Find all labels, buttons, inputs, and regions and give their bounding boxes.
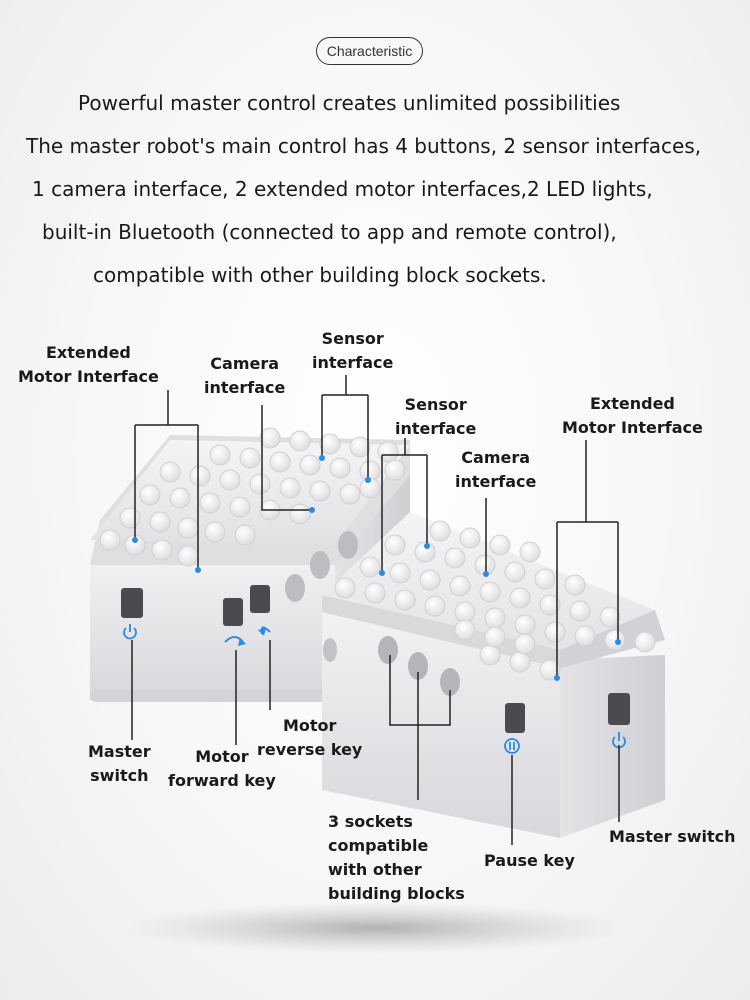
description-line-4: built-in Bluetooth (connected to app and… <box>42 220 617 244</box>
label-top-sensor: Sensor interface <box>312 329 394 372</box>
label-master-switch-left: Master switch <box>88 742 151 785</box>
label-3-sockets: 3 sockets compatible with other building… <box>328 812 465 903</box>
left-studs <box>99 427 406 567</box>
characteristic-badge: Characteristic <box>316 37 423 65</box>
callout-lines <box>131 375 621 845</box>
description-line-2: The master robot's main control has 4 bu… <box>26 134 702 158</box>
power-icon <box>123 624 137 640</box>
pause-icon <box>504 738 520 754</box>
label-pause-key: Pause key <box>484 851 575 870</box>
rotate-ccw-icon <box>258 626 271 636</box>
label-right-extended-motor: Extended Motor Interface <box>562 394 703 437</box>
description-line-1: Powerful master control creates unlimite… <box>78 91 621 115</box>
label-right-camera: Camera interface <box>455 448 537 491</box>
description-line-3: 1 camera interface, 2 extended motor int… <box>32 177 653 201</box>
label-master-switch-right: Master switch <box>609 827 736 846</box>
label-motor-forward-key: Motor forward key <box>168 747 276 790</box>
rotate-cw-icon <box>224 636 246 646</box>
right-studs <box>334 520 656 681</box>
description-line-5: compatible with other building block soc… <box>93 263 547 287</box>
label-left-camera: Camera interface <box>204 354 286 397</box>
label-left-extended-motor: Extended Motor Interface <box>18 343 159 386</box>
label-motor-reverse-key: Motor reverse key <box>257 716 363 759</box>
floor-shadow <box>120 902 630 954</box>
right-controller-block <box>322 512 665 838</box>
label-mid-sensor: Sensor interface <box>395 395 477 438</box>
